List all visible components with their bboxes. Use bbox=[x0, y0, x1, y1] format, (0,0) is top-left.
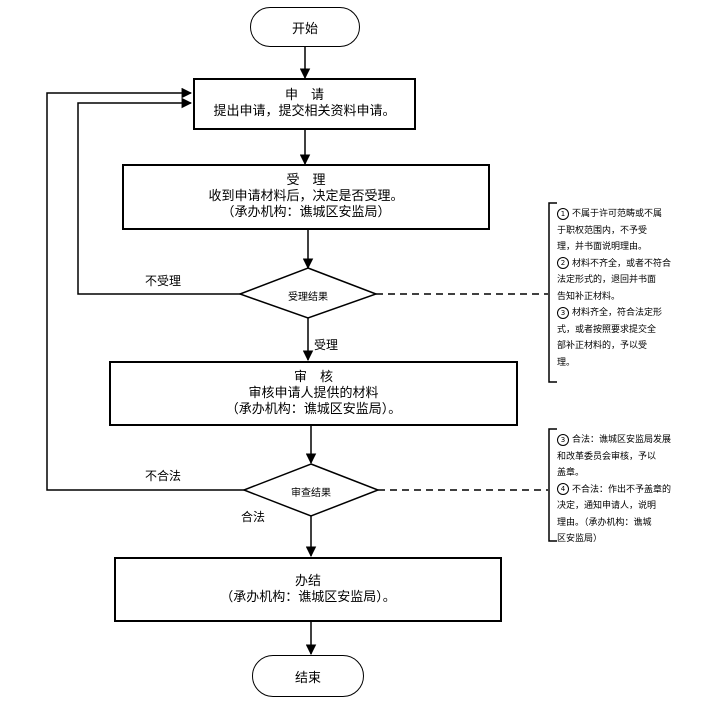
decision2-label: 审查结果 bbox=[291, 488, 331, 499]
done-title: 办结 bbox=[294, 573, 321, 589]
done-box: 办结 （承办机构：谯城区安监局）。 bbox=[114, 557, 502, 622]
decision1-diamond bbox=[237, 267, 379, 319]
note1-item-1-number: 1 bbox=[557, 207, 569, 220]
start-node: 开始 bbox=[250, 7, 360, 47]
decision2-diamond bbox=[241, 463, 381, 517]
end-node: 结束 bbox=[252, 655, 364, 697]
review-desc: 审核申请人提供的材料 bbox=[248, 385, 379, 401]
note1-bracket bbox=[548, 202, 557, 383]
accept-desc: 收到申请材料后，决定是否受理。 bbox=[208, 189, 404, 204]
accept-title: 受 理 bbox=[286, 173, 326, 188]
apply-desc: 提出申请，提交相关资料申请。 bbox=[213, 104, 396, 119]
decision2-no-label: 不合法 bbox=[145, 469, 182, 483]
accept-box: 受 理 收到申请材料后，决定是否受理。 （承办机构：谯城区安监局） bbox=[122, 164, 490, 230]
arrow-not-accepted-loop bbox=[77, 97, 243, 295]
note2-bracket bbox=[548, 428, 557, 542]
decision1-yes-label: 受理 bbox=[314, 338, 339, 352]
note2-item-2-number: 4 bbox=[557, 483, 569, 495]
note2-item-1-number: 3 bbox=[557, 433, 569, 446]
done-org: （承办机构：谯城区安监局）。 bbox=[220, 589, 396, 605]
decision1-label: 受理结果 bbox=[288, 292, 328, 303]
decision2-yes-label: 合法 bbox=[241, 510, 266, 524]
start-label: 开始 bbox=[291, 21, 318, 37]
apply-title: 申 请 bbox=[284, 88, 324, 103]
note1-item-3-number: 3 bbox=[557, 306, 569, 319]
apply-box: 申 请 提出申请，提交相关资料申请。 bbox=[193, 78, 416, 130]
review-org: （承办机构：谯城区安监局）。 bbox=[225, 401, 402, 417]
review-title: 审 核 bbox=[293, 369, 333, 385]
note1-item-2-number: 2 bbox=[557, 257, 569, 269]
arrow-illegal-loop bbox=[46, 87, 246, 491]
review-box: 审 核 审核申请人提供的材料 （承办机构：谯城区安监局）。 bbox=[109, 361, 518, 426]
end-label: 结束 bbox=[294, 670, 321, 686]
accept-org: （承办机构：谯城区安监局） bbox=[221, 205, 391, 220]
decision1-no-label: 不受理 bbox=[145, 274, 182, 288]
